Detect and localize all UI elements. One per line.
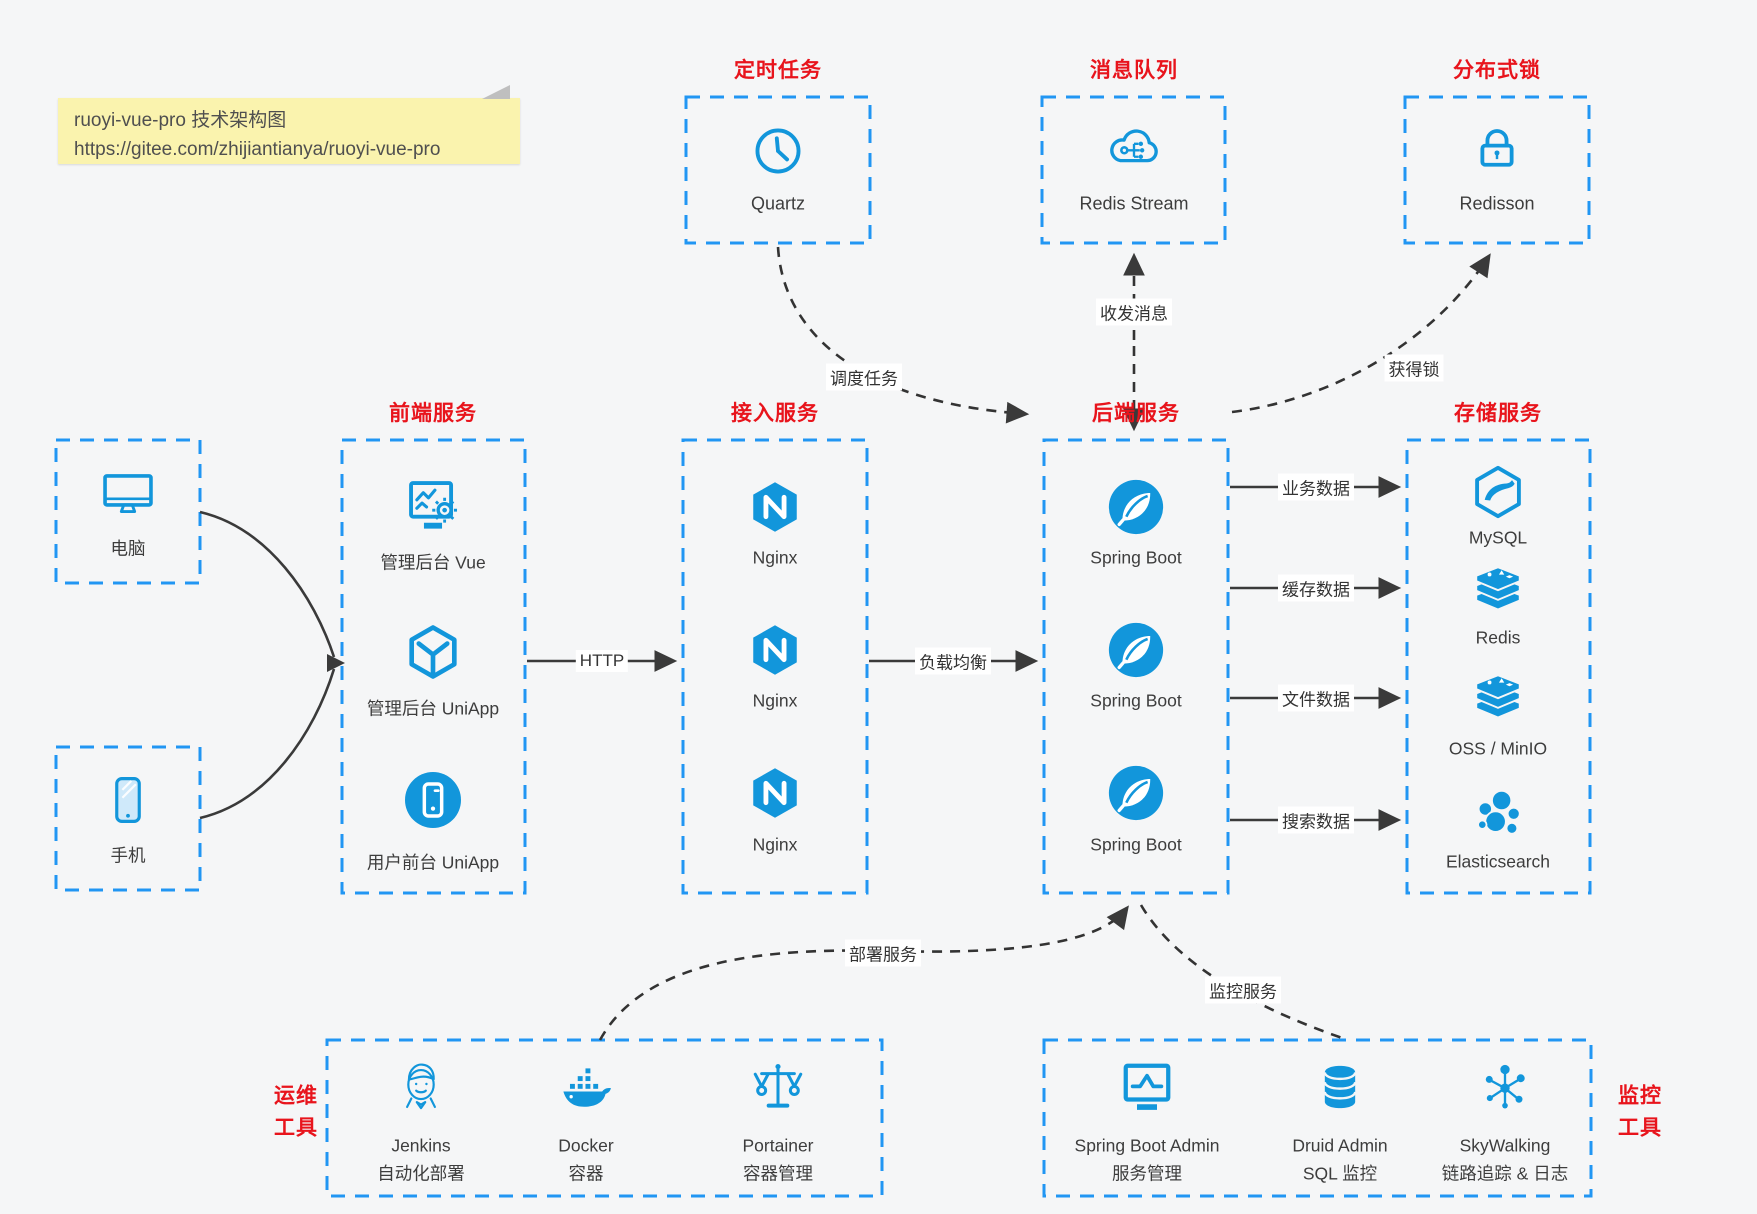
mq-box-border [1040, 95, 1227, 245]
user-uniapp-icon [401, 768, 465, 832]
quartz-label: Quartz [750, 193, 806, 214]
computer-icon [99, 465, 157, 523]
quartz-box-border [684, 95, 872, 245]
elasticsearch-label: Elasticsearch [1445, 851, 1551, 872]
mysql-label: MySQL [1468, 527, 1528, 548]
redis-stack-icon [1469, 563, 1527, 621]
redis-label: Redis [1475, 627, 1521, 648]
nginx-icon [746, 478, 804, 536]
edge-label-monitor: 监控服务 [1205, 976, 1281, 1004]
storage-box-border [1405, 438, 1592, 895]
nginx-label: Nginx [752, 547, 798, 568]
spring-boot-icon [1105, 619, 1167, 681]
nginx-icon [746, 764, 804, 822]
spring-boot-label: Spring Boot [1090, 547, 1182, 568]
nginx-label: Nginx [752, 690, 798, 711]
elasticsearch-icon [1469, 786, 1527, 844]
edge-label-business-data: 业务数据 [1278, 473, 1354, 501]
edge-label-file-data: 文件数据 [1278, 684, 1354, 712]
title-distributed-lock: 分布式锁 [1453, 59, 1541, 82]
spring-boot-icon [1105, 476, 1167, 538]
uniapp-cube-icon [402, 621, 464, 683]
monitor-box-border [1042, 1038, 1593, 1198]
skywalking-desc: 链路追踪 & 日志 [1441, 1163, 1569, 1184]
ops-tools-title: 运维 工具 [274, 1084, 318, 1140]
mysql-icon [1469, 463, 1527, 521]
edge-label-http: HTTP [575, 650, 629, 672]
note-fold-corner [482, 85, 510, 99]
note-title: ruoyi-vue-pro 技术架构图 [74, 110, 287, 131]
edge-label-load-balance: 负载均衡 [915, 647, 991, 675]
deploy-service-curve [598, 905, 1129, 1041]
nginx-label: Nginx [752, 834, 798, 855]
docker-label: Docker [558, 1135, 614, 1156]
frontend-arrowhead [327, 654, 345, 672]
edge-label-deploy: 部署服务 [845, 939, 921, 967]
spring-boot-label: Spring Boot [1090, 690, 1182, 711]
jenkins-icon [392, 1058, 450, 1116]
monitor-service-curve [1139, 904, 1349, 1042]
nginx-icon [746, 621, 804, 679]
jenkins-desc: 自动化部署 [377, 1163, 465, 1184]
edge-label-schedule-task: 调度任务 [826, 363, 902, 391]
skywalking-label: SkyWalking [1459, 1135, 1551, 1156]
phone-box-border [54, 745, 202, 892]
portainer-scales-icon [750, 1059, 806, 1115]
computer-to-frontend-arrow [199, 510, 336, 658]
edge-label-search-data: 搜索数据 [1278, 806, 1354, 834]
title-frontend: 前端服务 [389, 402, 477, 425]
druid-admin-label: Druid Admin [1292, 1135, 1388, 1156]
clock-icon [749, 122, 807, 180]
gateway-box-border [681, 438, 869, 895]
schedule-task-curve [776, 246, 1030, 424]
skywalking-icon [1477, 1059, 1533, 1115]
edge-label-cache-data: 缓存数据 [1278, 574, 1354, 602]
oss-minio-stack-icon [1469, 671, 1527, 729]
cloud-network-icon [1103, 118, 1165, 180]
sticky-note: ruoyi-vue-pro 技术架构图 https://gitee.com/zh… [58, 85, 520, 164]
portainer-desc: 容器管理 [743, 1163, 813, 1184]
oss-minio-label: OSS / MinIO [1448, 738, 1548, 759]
title-backend: 后端服务 [1092, 402, 1180, 425]
spring-boot-admin-label: Spring Boot Admin [1074, 1135, 1220, 1156]
spring-boot-admin-desc: 服务管理 [1112, 1163, 1182, 1184]
monitor-tools-title: 监控 工具 [1618, 1084, 1662, 1140]
jenkins-label: Jenkins [391, 1135, 451, 1156]
computer-box-border [54, 438, 202, 585]
redis-stream-label: Redis Stream [1079, 193, 1189, 214]
admin-vue-icon [402, 474, 464, 536]
title-scheduled-task: 定时任务 [734, 59, 822, 82]
ops-box-border [325, 1038, 884, 1198]
druid-admin-desc: SQL 监控 [1302, 1163, 1378, 1184]
phone-icon [101, 773, 155, 827]
phone-to-frontend-arrow [199, 668, 336, 820]
phone-label: 手机 [110, 845, 146, 866]
edge-label-acquire-lock: 获得锁 [1384, 354, 1444, 382]
redisson-box-border [1403, 95, 1591, 245]
title-storage: 存储服务 [1454, 402, 1542, 425]
title-gateway: 接入服务 [731, 402, 819, 425]
computer-label: 电脑 [110, 538, 146, 559]
docker-desc: 容器 [568, 1163, 604, 1184]
title-message-queue: 消息队列 [1090, 59, 1178, 82]
lock-icon [1470, 122, 1524, 176]
frontend-box-border [340, 438, 527, 895]
user-uniapp-label: 用户前台 UniApp [366, 852, 500, 873]
spring-boot-icon [1105, 762, 1167, 824]
druid-database-icon [1314, 1061, 1366, 1113]
admin-vue-label: 管理后台 Vue [380, 552, 486, 573]
acquire-lock-curve [1231, 253, 1491, 414]
admin-uniapp-label: 管理后台 UniApp [366, 698, 500, 719]
redisson-label: Redisson [1459, 193, 1535, 214]
docker-icon [555, 1056, 617, 1118]
note-url: https://gitee.com/zhijiantianya/ruoyi-vu… [74, 139, 441, 161]
spring-boot-admin-icon [1117, 1057, 1177, 1117]
edge-label-messages: 收发消息 [1096, 298, 1172, 326]
spring-boot-label: Spring Boot [1090, 834, 1182, 855]
portainer-label: Portainer [742, 1135, 814, 1156]
backend-box-border [1042, 438, 1230, 895]
